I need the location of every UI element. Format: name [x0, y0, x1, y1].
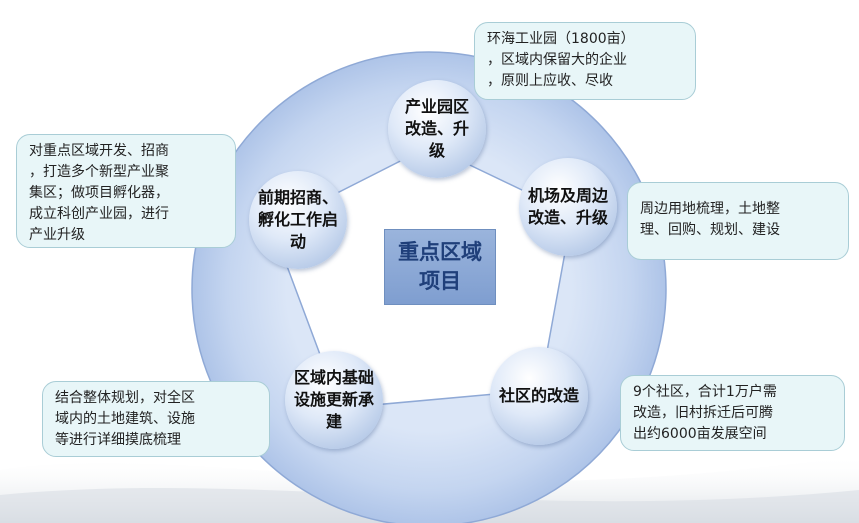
- node-investment-incubation: 前期招商、孵化工作启动: [249, 171, 347, 269]
- node-label: 前期招商、孵化工作启动: [258, 188, 339, 251]
- callout-infrastructure: 结合整体规划，对全区 域内的土地建筑、设施 等进行详细摸底梳理: [42, 381, 270, 457]
- callout-community: 9个社区，合计1万户需 改造，旧村拆迁后可腾 出约6000亩发展空间: [620, 375, 845, 451]
- node-label: 机场及周边改造、升级: [528, 186, 609, 227]
- node-community: 社区的改造: [490, 347, 588, 445]
- node-label: 区域内基础设施更新承建: [294, 368, 375, 431]
- center-box-key-area-project: 重点区域 项目: [384, 229, 496, 305]
- callout-investment-incubation: 对重点区域开发、招商 ，打造多个新型产业聚 集区；做项目孵化器， 成立科创产业园…: [16, 134, 236, 248]
- callout-airport-surroundings: 周边用地梳理，土地整 理、回购、规划、建设: [627, 182, 849, 260]
- node-label: 社区的改造: [499, 386, 580, 405]
- node-airport-surroundings: 机场及周边改造、升级: [519, 158, 617, 256]
- node-label: 产业园区改造、升级: [404, 97, 469, 160]
- node-infrastructure: 区域内基础设施更新承建: [285, 351, 383, 449]
- callout-industrial-park: 环海工业园（1800亩） ，区域内保留大的企业 ，原则上应收、尽收: [474, 22, 696, 100]
- center-label: 重点区域 项目: [398, 240, 482, 293]
- node-industrial-park: 产业园区改造、升级: [388, 80, 486, 178]
